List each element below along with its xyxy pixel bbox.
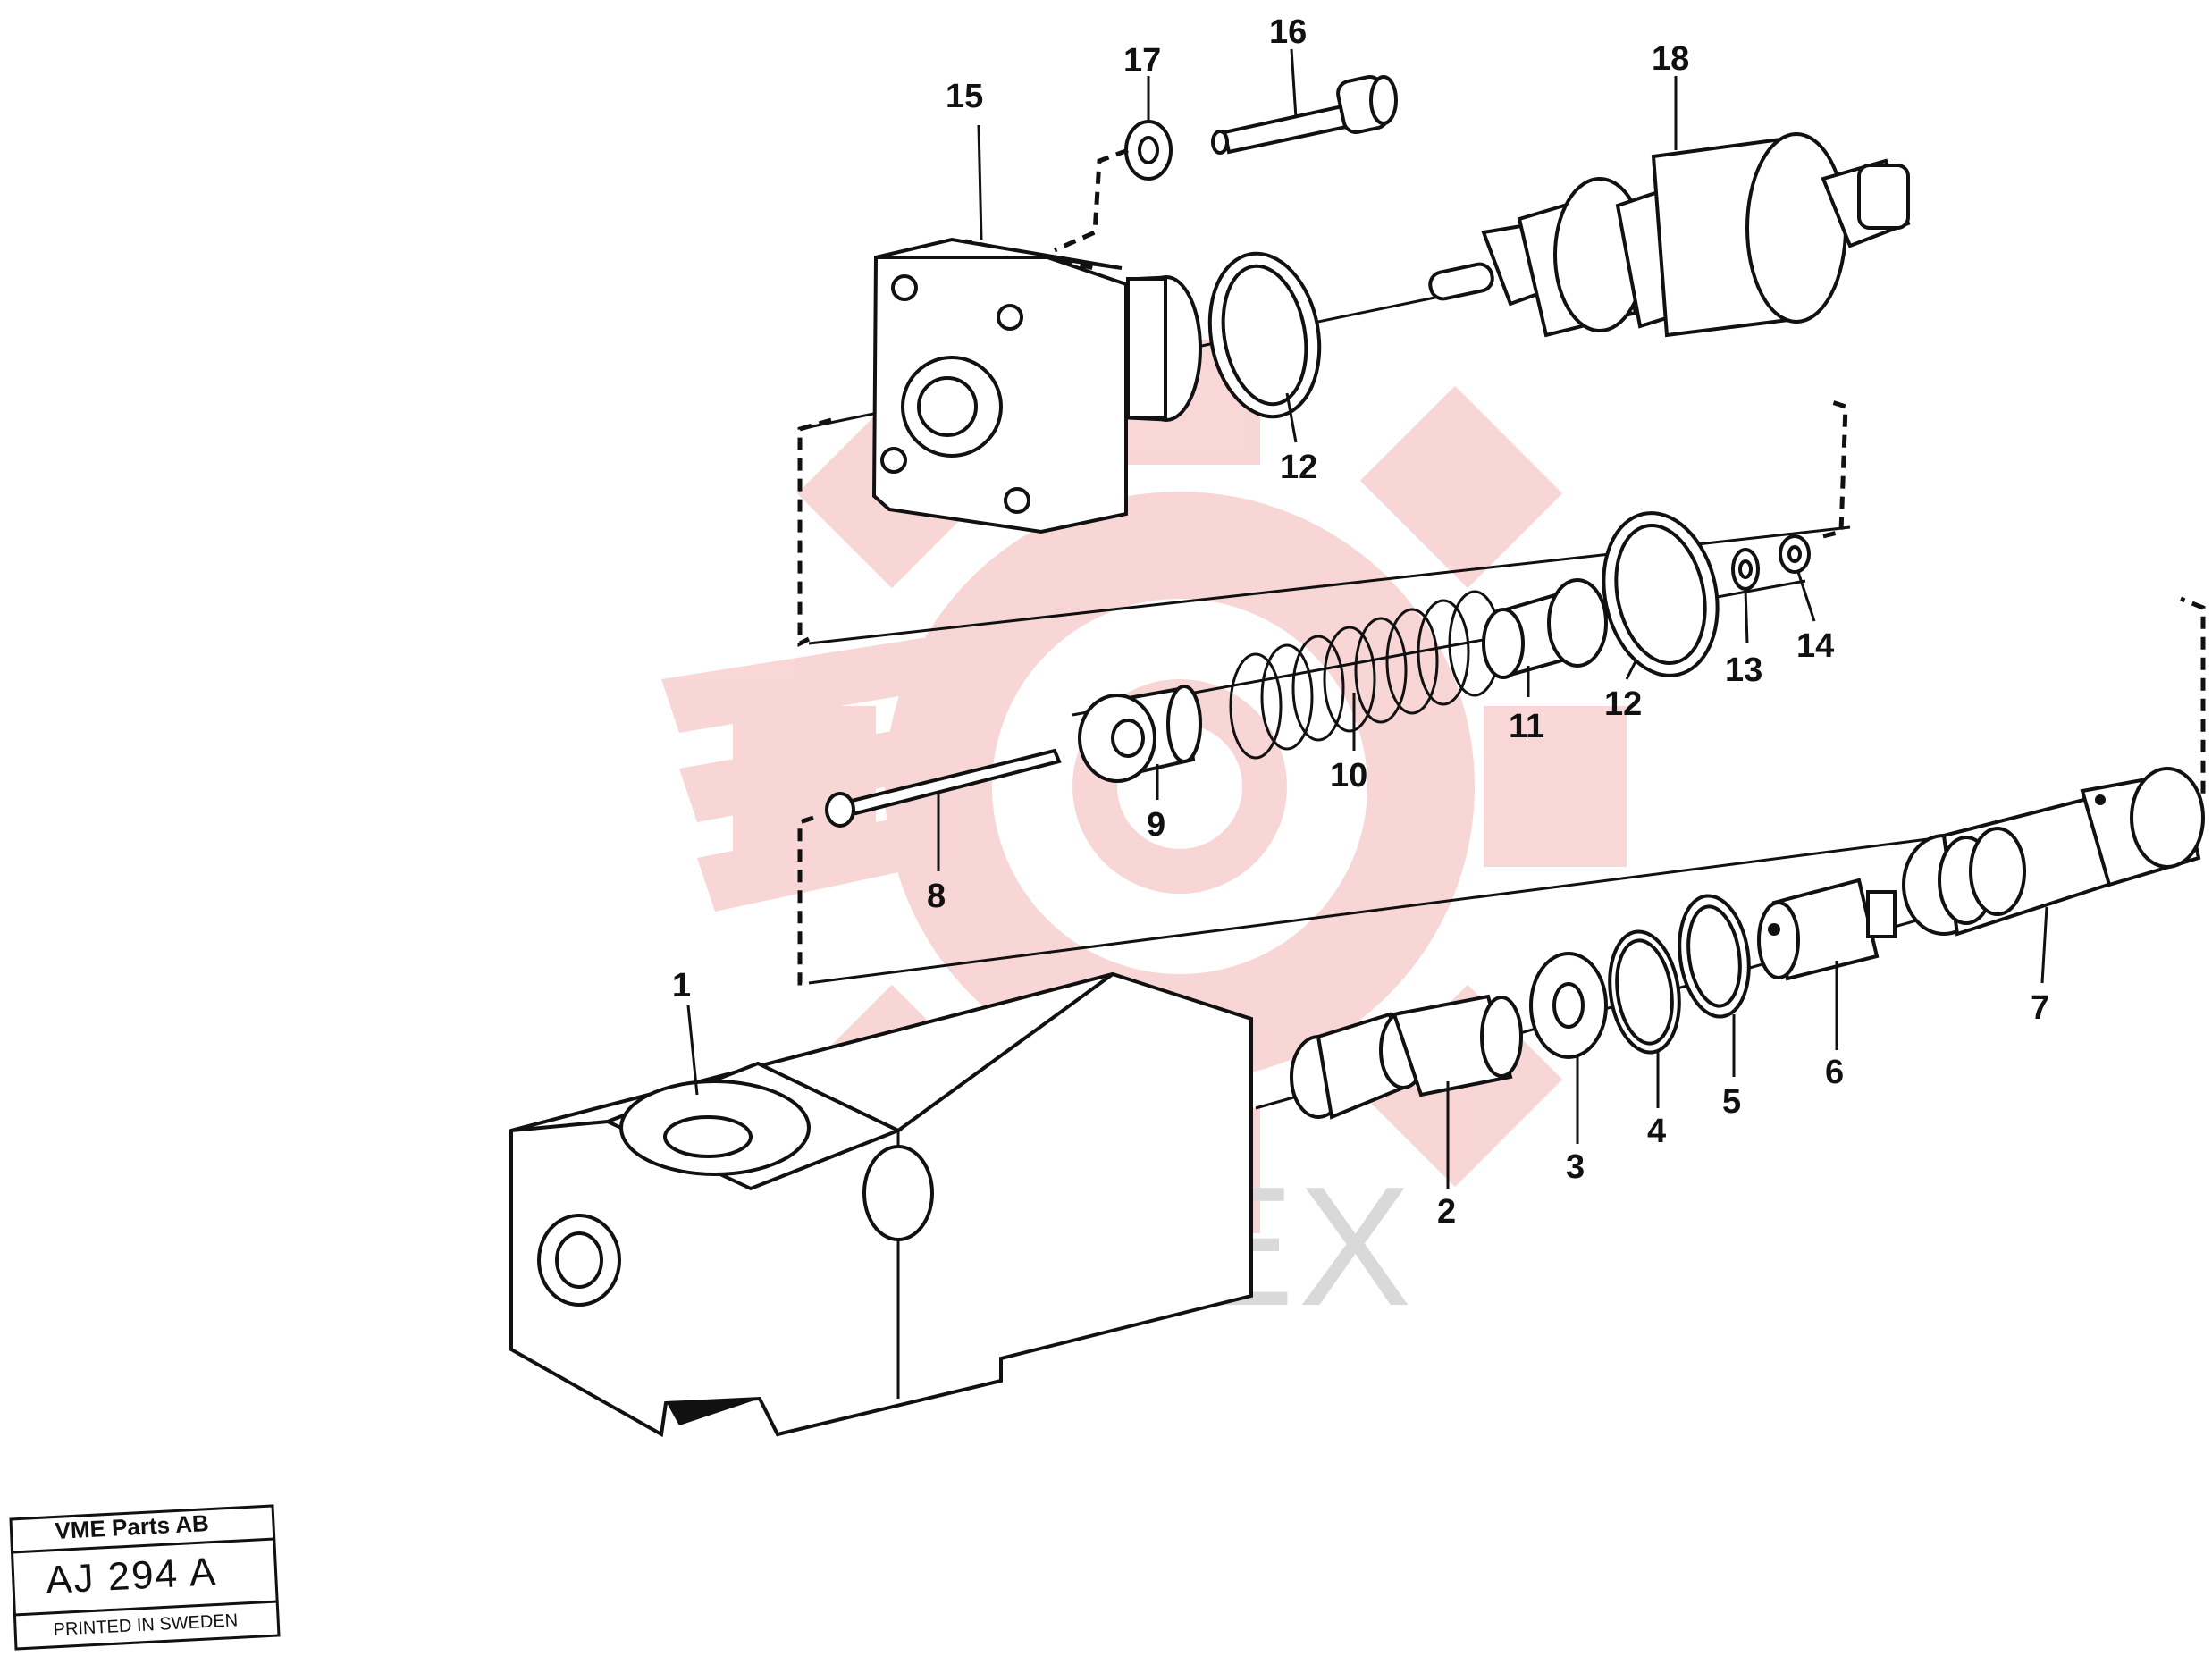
part-4-oring bbox=[1608, 929, 1681, 1055]
callout-13: 13 bbox=[1725, 651, 1762, 689]
leader-15 bbox=[977, 124, 983, 240]
callout-14: 14 bbox=[1796, 627, 1834, 665]
assembly-dashed-frame-mid-left bbox=[797, 815, 814, 986]
part-16-bolt bbox=[1211, 75, 1398, 155]
leader-12a bbox=[1285, 392, 1298, 443]
part-2-piston bbox=[1290, 994, 1523, 1120]
title-block: VME Parts AB AJ 294 A PRINTED IN SWEDEN bbox=[9, 1504, 281, 1651]
callout-4: 4 bbox=[1647, 1113, 1666, 1150]
callout-17: 17 bbox=[1123, 42, 1161, 80]
leader-1 bbox=[686, 1005, 699, 1096]
leader-14 bbox=[1796, 571, 1816, 622]
assembly-dashed-frame-middle bbox=[1822, 399, 1848, 539]
callout-7: 7 bbox=[2031, 989, 2049, 1027]
callout-15: 15 bbox=[946, 78, 983, 115]
title-block-code: AJ 294 A bbox=[45, 1550, 218, 1602]
assembly-dashed-frame-upper-left bbox=[797, 417, 832, 648]
callout-9: 9 bbox=[1147, 806, 1165, 844]
part-12-oring-middle bbox=[1602, 511, 1720, 677]
callout-2: 2 bbox=[1437, 1193, 1456, 1231]
part-8-pin bbox=[825, 748, 1062, 828]
part-14-washer bbox=[1779, 534, 1811, 574]
part-13-washer bbox=[1731, 548, 1760, 591]
part-7-cartridge bbox=[1902, 767, 2205, 937]
leader-12b bbox=[1625, 660, 1637, 680]
part-9-sleeve bbox=[1078, 685, 1202, 783]
part-12-oring-upper bbox=[1207, 251, 1322, 419]
callout-10: 10 bbox=[1330, 757, 1367, 794]
callout-6: 6 bbox=[1825, 1054, 1844, 1091]
part-11-plunger bbox=[1482, 578, 1608, 679]
part-18-pressure-switch bbox=[1428, 132, 1911, 338]
part-6-valve-spool bbox=[1757, 878, 1897, 981]
leader-13 bbox=[1744, 589, 1749, 644]
leader-7 bbox=[2040, 906, 2048, 984]
part-17-washer bbox=[1124, 120, 1173, 181]
callout-12-upper: 12 bbox=[1280, 449, 1317, 486]
callout-12-middle: 12 bbox=[1604, 685, 1642, 723]
callout-8: 8 bbox=[927, 878, 946, 915]
callout-11: 11 bbox=[1509, 708, 1544, 745]
part-5-oring bbox=[1678, 894, 1751, 1019]
part-1-valve-body bbox=[509, 971, 1253, 1438]
part-15-cover-block bbox=[871, 237, 1202, 534]
part-3-ring bbox=[1529, 952, 1608, 1059]
callout-16: 16 bbox=[1269, 13, 1307, 51]
leader-16 bbox=[1290, 48, 1298, 119]
callout-3: 3 bbox=[1566, 1148, 1585, 1186]
leader-17-dashed bbox=[1053, 147, 1129, 253]
callout-1: 1 bbox=[672, 967, 691, 1005]
callout-5: 5 bbox=[1722, 1083, 1741, 1121]
callout-18: 18 bbox=[1652, 40, 1689, 78]
